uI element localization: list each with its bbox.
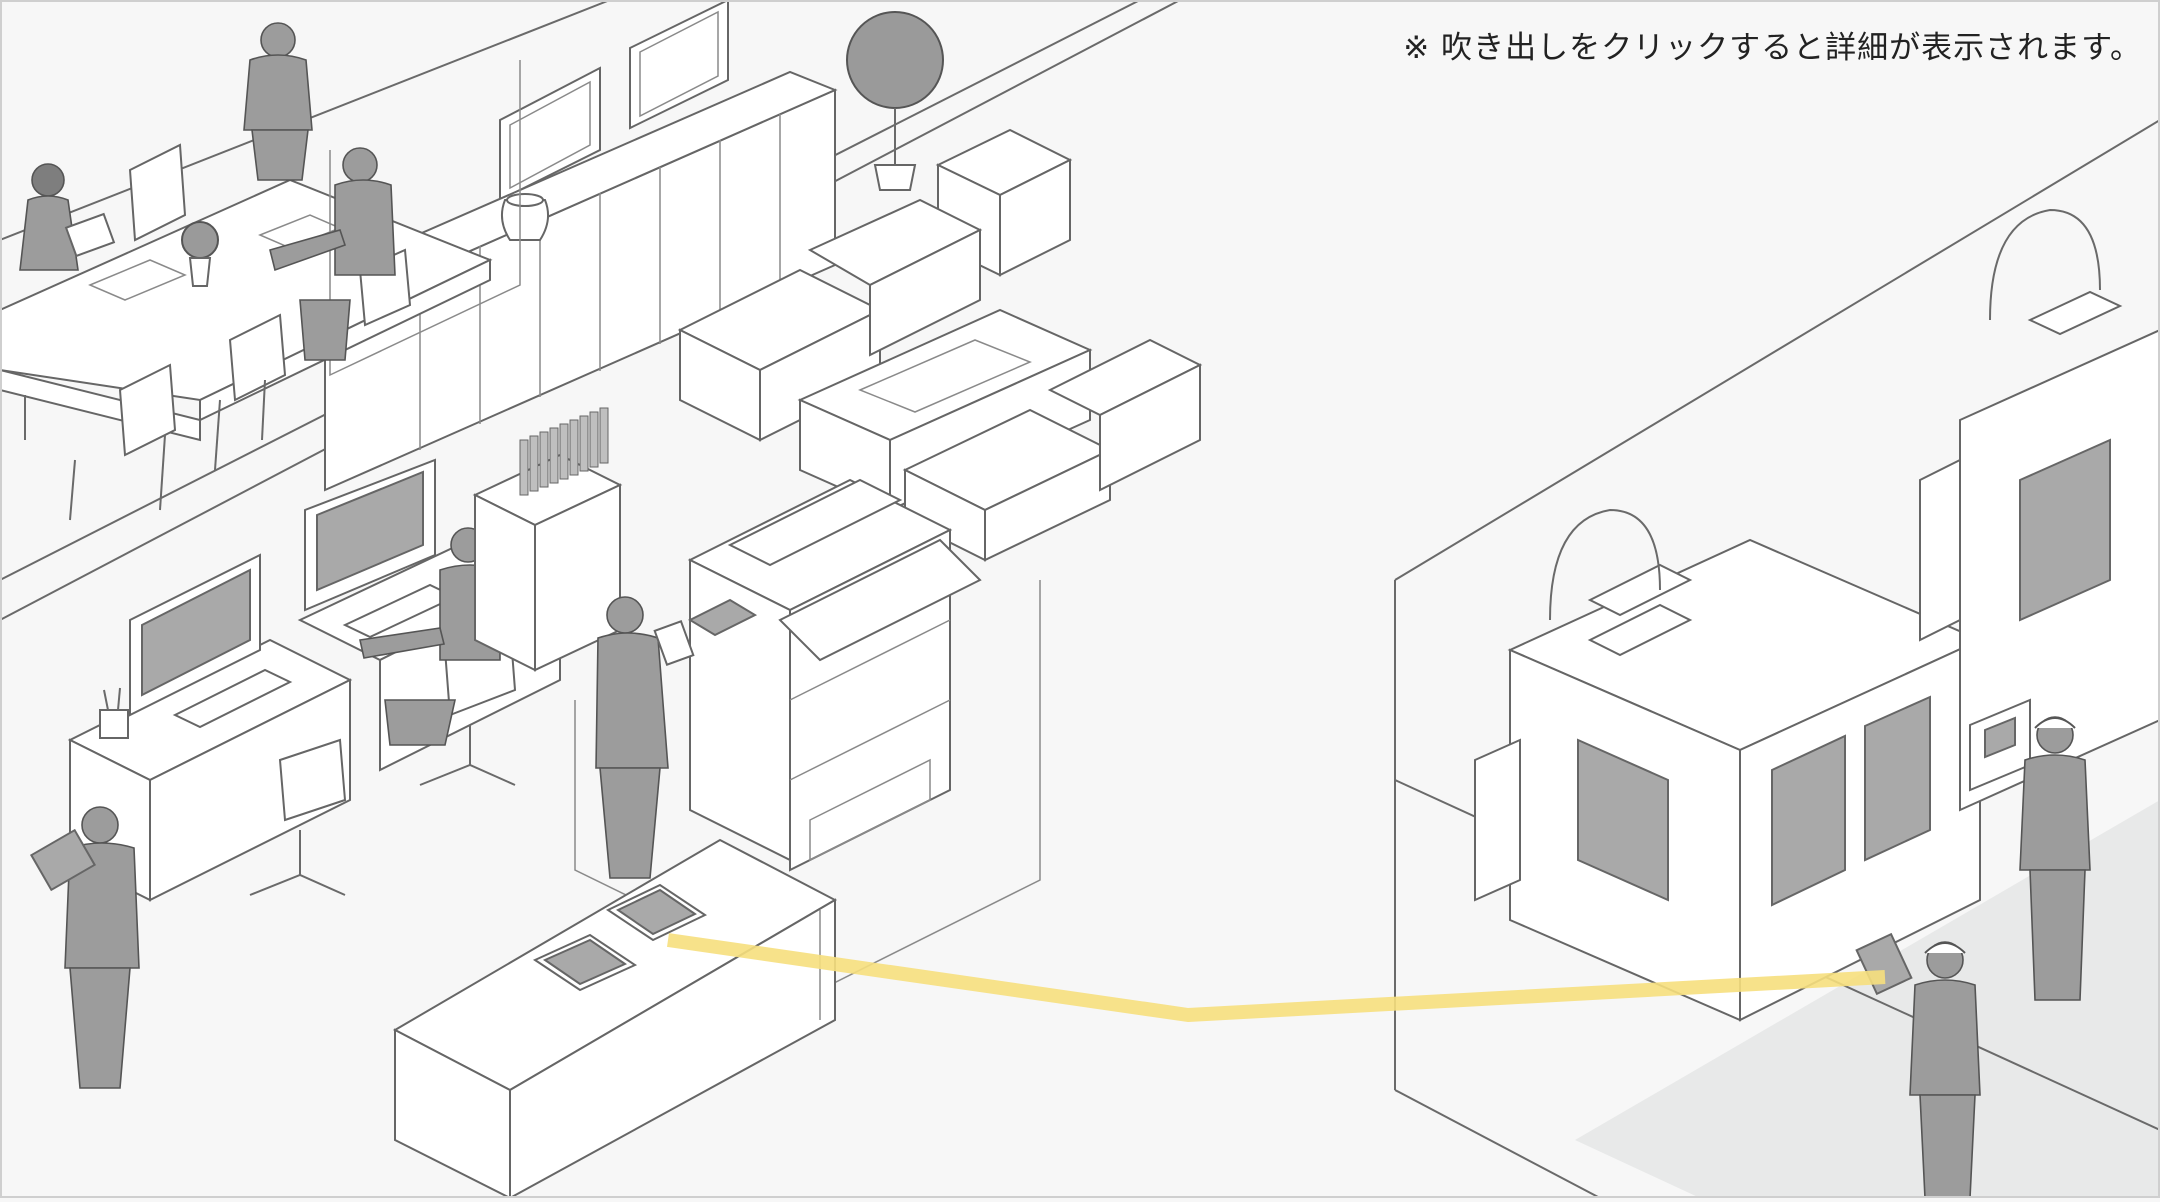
click-instruction-notice: ※ 吹き出しをクリックすると詳細が表示されます。 — [1403, 30, 2142, 66]
potted-topiary-plant — [846, 11, 944, 191]
wall-picture-frame-left — [499, 66, 601, 202]
counter-chairs — [69, 143, 412, 521]
vase — [500, 193, 550, 241]
pen-holder — [99, 687, 129, 739]
person-standing-arms-crossed — [243, 22, 313, 181]
lounge-sofas — [677, 198, 1203, 562]
small-plant-on-counter — [181, 221, 219, 287]
person-receptionist-woman — [19, 163, 116, 271]
data-connection-line — [667, 933, 1886, 1022]
computer-monitor-left — [129, 553, 293, 729]
factory-worker-at-panel — [2019, 716, 2091, 1001]
tablet-on-desk-left — [532, 933, 638, 992]
factory-worker-with-tablet — [1855, 932, 1981, 1199]
machine-control-panel — [1969, 698, 2031, 792]
cnc-machine-front — [1474, 508, 1983, 1022]
binder-shelf — [472, 407, 623, 672]
wall-picture-frame-right — [629, 0, 729, 130]
person-seated-man-counter — [269, 147, 396, 361]
cnc-machine-rear — [1919, 208, 2160, 812]
person-operating-printer — [595, 596, 695, 879]
factory-floor-shade — [1575, 800, 2160, 1198]
tablet-on-desk-right — [605, 883, 708, 942]
multifunction-printer — [687, 478, 982, 872]
person-with-tablet-left — [29, 806, 140, 1089]
